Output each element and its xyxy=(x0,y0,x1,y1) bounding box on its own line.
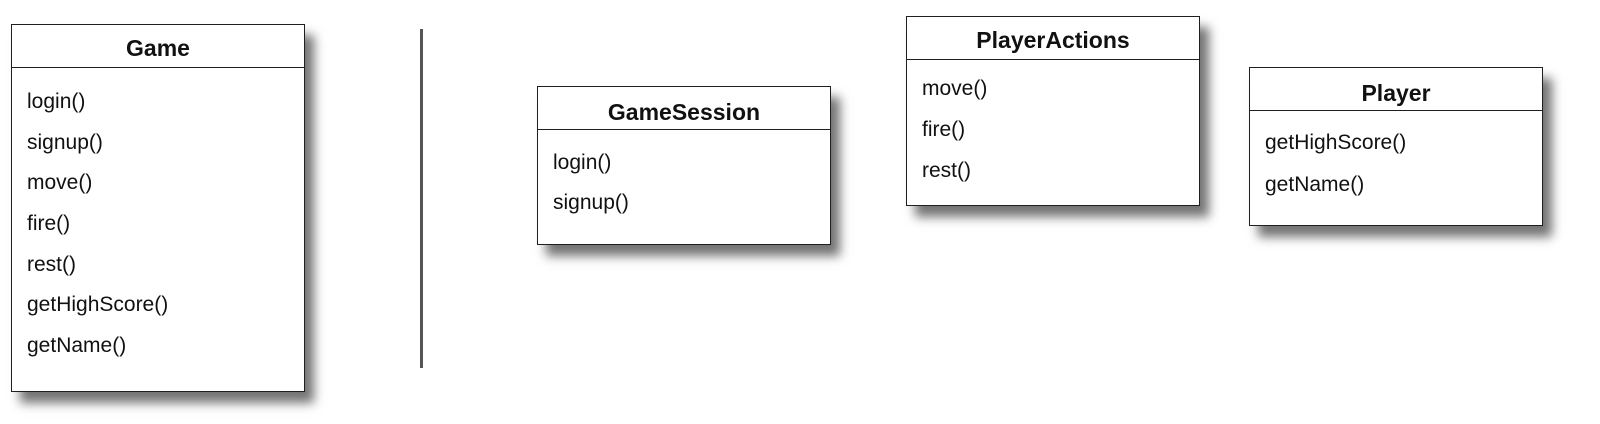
method-list-gamesession: login() signup() xyxy=(538,130,830,232)
method-item: signup() xyxy=(27,130,103,154)
method-list-player: getHighScore() getName() xyxy=(1250,111,1542,216)
vertical-divider xyxy=(420,29,423,368)
method-item: getName() xyxy=(1265,173,1365,196)
class-name-gamesession: GameSession xyxy=(538,87,830,130)
method-item: getHighScore() xyxy=(1265,131,1407,154)
uml-class-gamesession: GameSession login() signup() xyxy=(537,86,831,245)
uml-class-player: Player getHighScore() getName() xyxy=(1249,67,1543,226)
method-list-playeractions: move() fire() rest() xyxy=(907,60,1199,201)
method-item: fire() xyxy=(922,118,966,141)
uml-class-playeractions: PlayerActions move() fire() rest() xyxy=(906,16,1200,206)
uml-class-game: Game login() signup() move() fire() rest… xyxy=(11,24,305,392)
method-item: getHighScore() xyxy=(27,293,169,317)
method-item: login() xyxy=(27,90,86,113)
class-name-player: Player xyxy=(1250,68,1542,111)
method-item: rest() xyxy=(922,159,971,182)
class-name-game: Game xyxy=(12,25,304,68)
method-item: getName() xyxy=(27,334,127,358)
class-name-playeractions: PlayerActions xyxy=(907,17,1199,60)
method-item: move() xyxy=(27,171,93,195)
method-item: rest() xyxy=(27,252,76,276)
method-list-game: login() signup() move() fire() rest() ge… xyxy=(12,68,304,376)
method-item: login() xyxy=(553,151,612,174)
method-item: fire() xyxy=(27,212,71,236)
method-item: move() xyxy=(922,77,988,100)
method-item: signup() xyxy=(553,191,629,214)
